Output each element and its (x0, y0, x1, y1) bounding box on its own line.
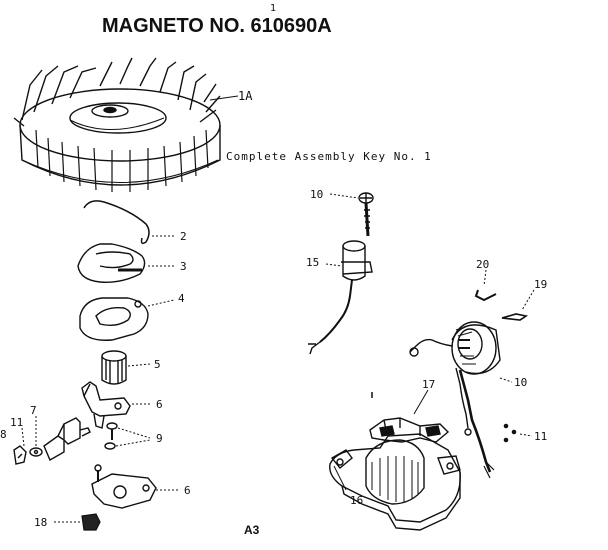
leader-11 (499, 377, 513, 383)
leader-9a (117, 427, 151, 439)
cam-part (101, 350, 127, 385)
leader-4 (147, 299, 175, 307)
callout-19: 19 (534, 278, 547, 291)
leader-1a (209, 95, 239, 101)
callout-7: 7 (30, 404, 37, 417)
assembly-subtitle: Complete Assembly Key No. 1 (226, 150, 432, 163)
leader-10 (329, 193, 359, 199)
callout-15: 15 (306, 256, 319, 269)
callout-1a: 1A (238, 89, 253, 103)
wire-19-part (501, 313, 529, 321)
callout-17: 17 (422, 378, 435, 391)
callout-18: 18 (34, 516, 47, 529)
leader-16 (333, 465, 347, 491)
callout-6a: 6 (156, 398, 163, 411)
callout-16: 16 (350, 494, 363, 507)
callout-10: 10 (310, 188, 323, 201)
breaker-arm-part (81, 381, 131, 429)
gasket-part (79, 297, 149, 341)
callout-11a: 11 (10, 416, 23, 429)
footer-code: A3 (244, 523, 260, 537)
stator-part (329, 417, 461, 531)
callout-4: 4 (178, 292, 185, 305)
callout-11: 10 (514, 376, 527, 389)
leader-9b (115, 439, 151, 447)
clip-18-part (81, 513, 101, 531)
callout-6b: 6 (184, 484, 191, 497)
screws-part (104, 422, 118, 450)
callout-2: 2 (180, 230, 187, 243)
leader-17 (413, 389, 429, 415)
leader-19 (521, 289, 535, 311)
leader-20 (483, 269, 487, 287)
condenser-part (308, 240, 373, 355)
page-title: MAGNETO NO. 610690A (102, 15, 332, 37)
coil-part (409, 321, 501, 479)
callout-8: 8 (0, 428, 7, 441)
screw-10-part (358, 192, 374, 237)
callout-14: 11 (534, 430, 547, 443)
callout-5: 5 (154, 358, 161, 371)
leader-14 (519, 433, 533, 437)
wire-20-part (474, 289, 497, 302)
page-number: 1 (270, 3, 276, 14)
breaker-plate-part (91, 464, 157, 509)
screws-14-part (503, 423, 517, 443)
leader-5 (127, 363, 151, 367)
leader-15 (325, 263, 343, 267)
callout-9: 9 (156, 432, 163, 445)
cover-part (77, 243, 146, 284)
spring-clip-part (83, 200, 150, 245)
contact-assembly-part (13, 417, 91, 465)
callout-3: 3 (180, 260, 187, 273)
leader-11a (21, 427, 25, 447)
callout-20: 20 (476, 258, 489, 271)
flywheel-part (13, 57, 221, 192)
